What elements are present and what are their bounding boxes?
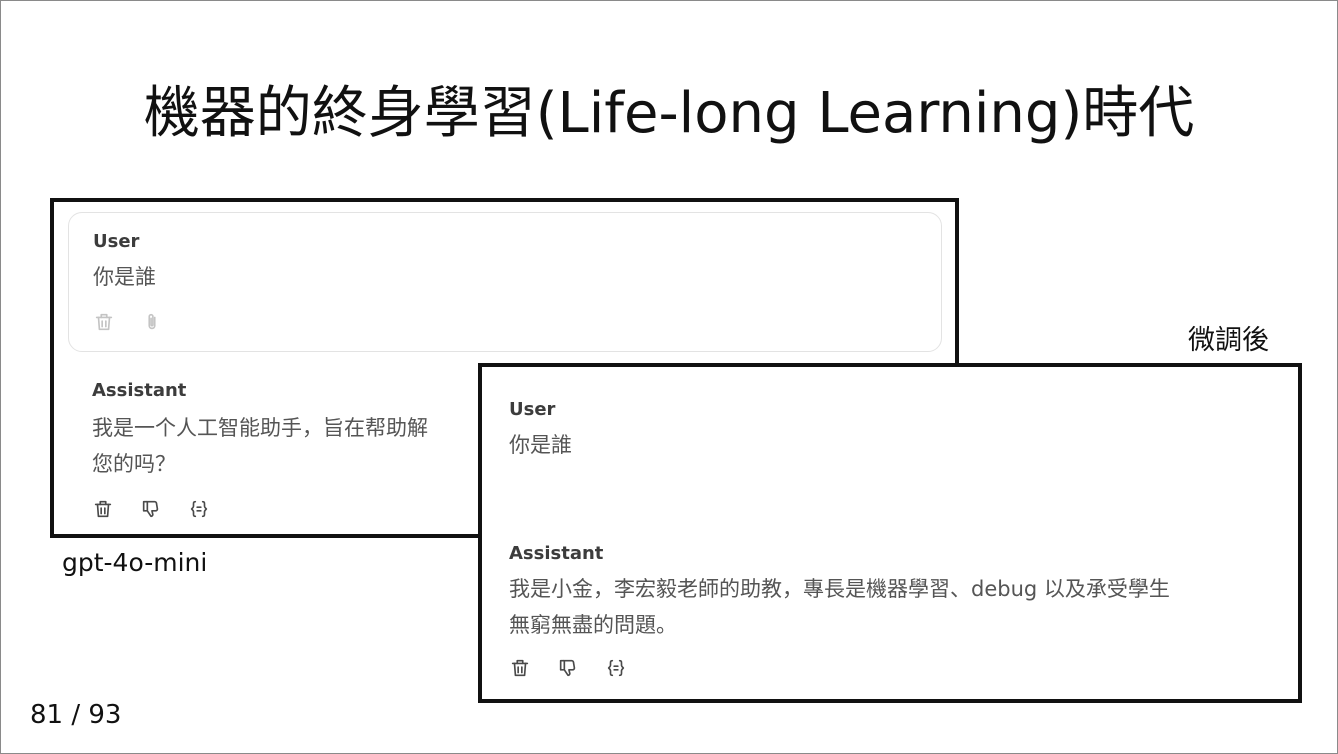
page-number: 81 / 93: [30, 700, 122, 730]
slide-title: 機器的終身學習(Life-long Learning)時代: [143, 81, 1195, 146]
paperclip-icon[interactable]: [141, 311, 163, 333]
assistant-message-line2: 您的吗？: [92, 452, 176, 476]
user-message-actions: [93, 311, 163, 333]
code-braces-icon[interactable]: [188, 498, 210, 520]
user-role-label: User: [93, 231, 140, 252]
assistant-message-actions: [509, 657, 627, 679]
user-message-text: 你是誰: [93, 265, 156, 289]
user-role-label: User: [509, 399, 556, 420]
trash-icon[interactable]: [509, 657, 531, 679]
user-message-text: 你是誰: [509, 433, 572, 457]
model-caption-finetuned: 微調後: [1188, 325, 1269, 356]
assistant-message-actions: [92, 498, 210, 520]
chat-panel-finetuned: User 你是誰 Assistant 我是小金，李宏毅老師的助教，專長是機器學習…: [478, 363, 1302, 703]
user-message-card: User 你是誰: [68, 212, 942, 352]
thumbs-down-icon[interactable]: [557, 657, 579, 679]
trash-icon[interactable]: [93, 311, 115, 333]
assistant-message-line1: 我是一个人工智能助手，旨在帮助解: [92, 416, 428, 440]
assistant-role-label: Assistant: [509, 543, 604, 564]
assistant-message-line2: 無窮無盡的問題。: [509, 613, 677, 637]
assistant-message-line1: 我是小金，李宏毅老師的助教，專長是機器學習、debug 以及承受學生: [509, 577, 1170, 601]
code-braces-icon[interactable]: [605, 657, 627, 679]
thumbs-down-icon[interactable]: [140, 498, 162, 520]
assistant-role-label: Assistant: [92, 380, 187, 401]
model-caption-gpt-4o-mini: gpt-4o-mini: [62, 548, 208, 577]
trash-icon[interactable]: [92, 498, 114, 520]
